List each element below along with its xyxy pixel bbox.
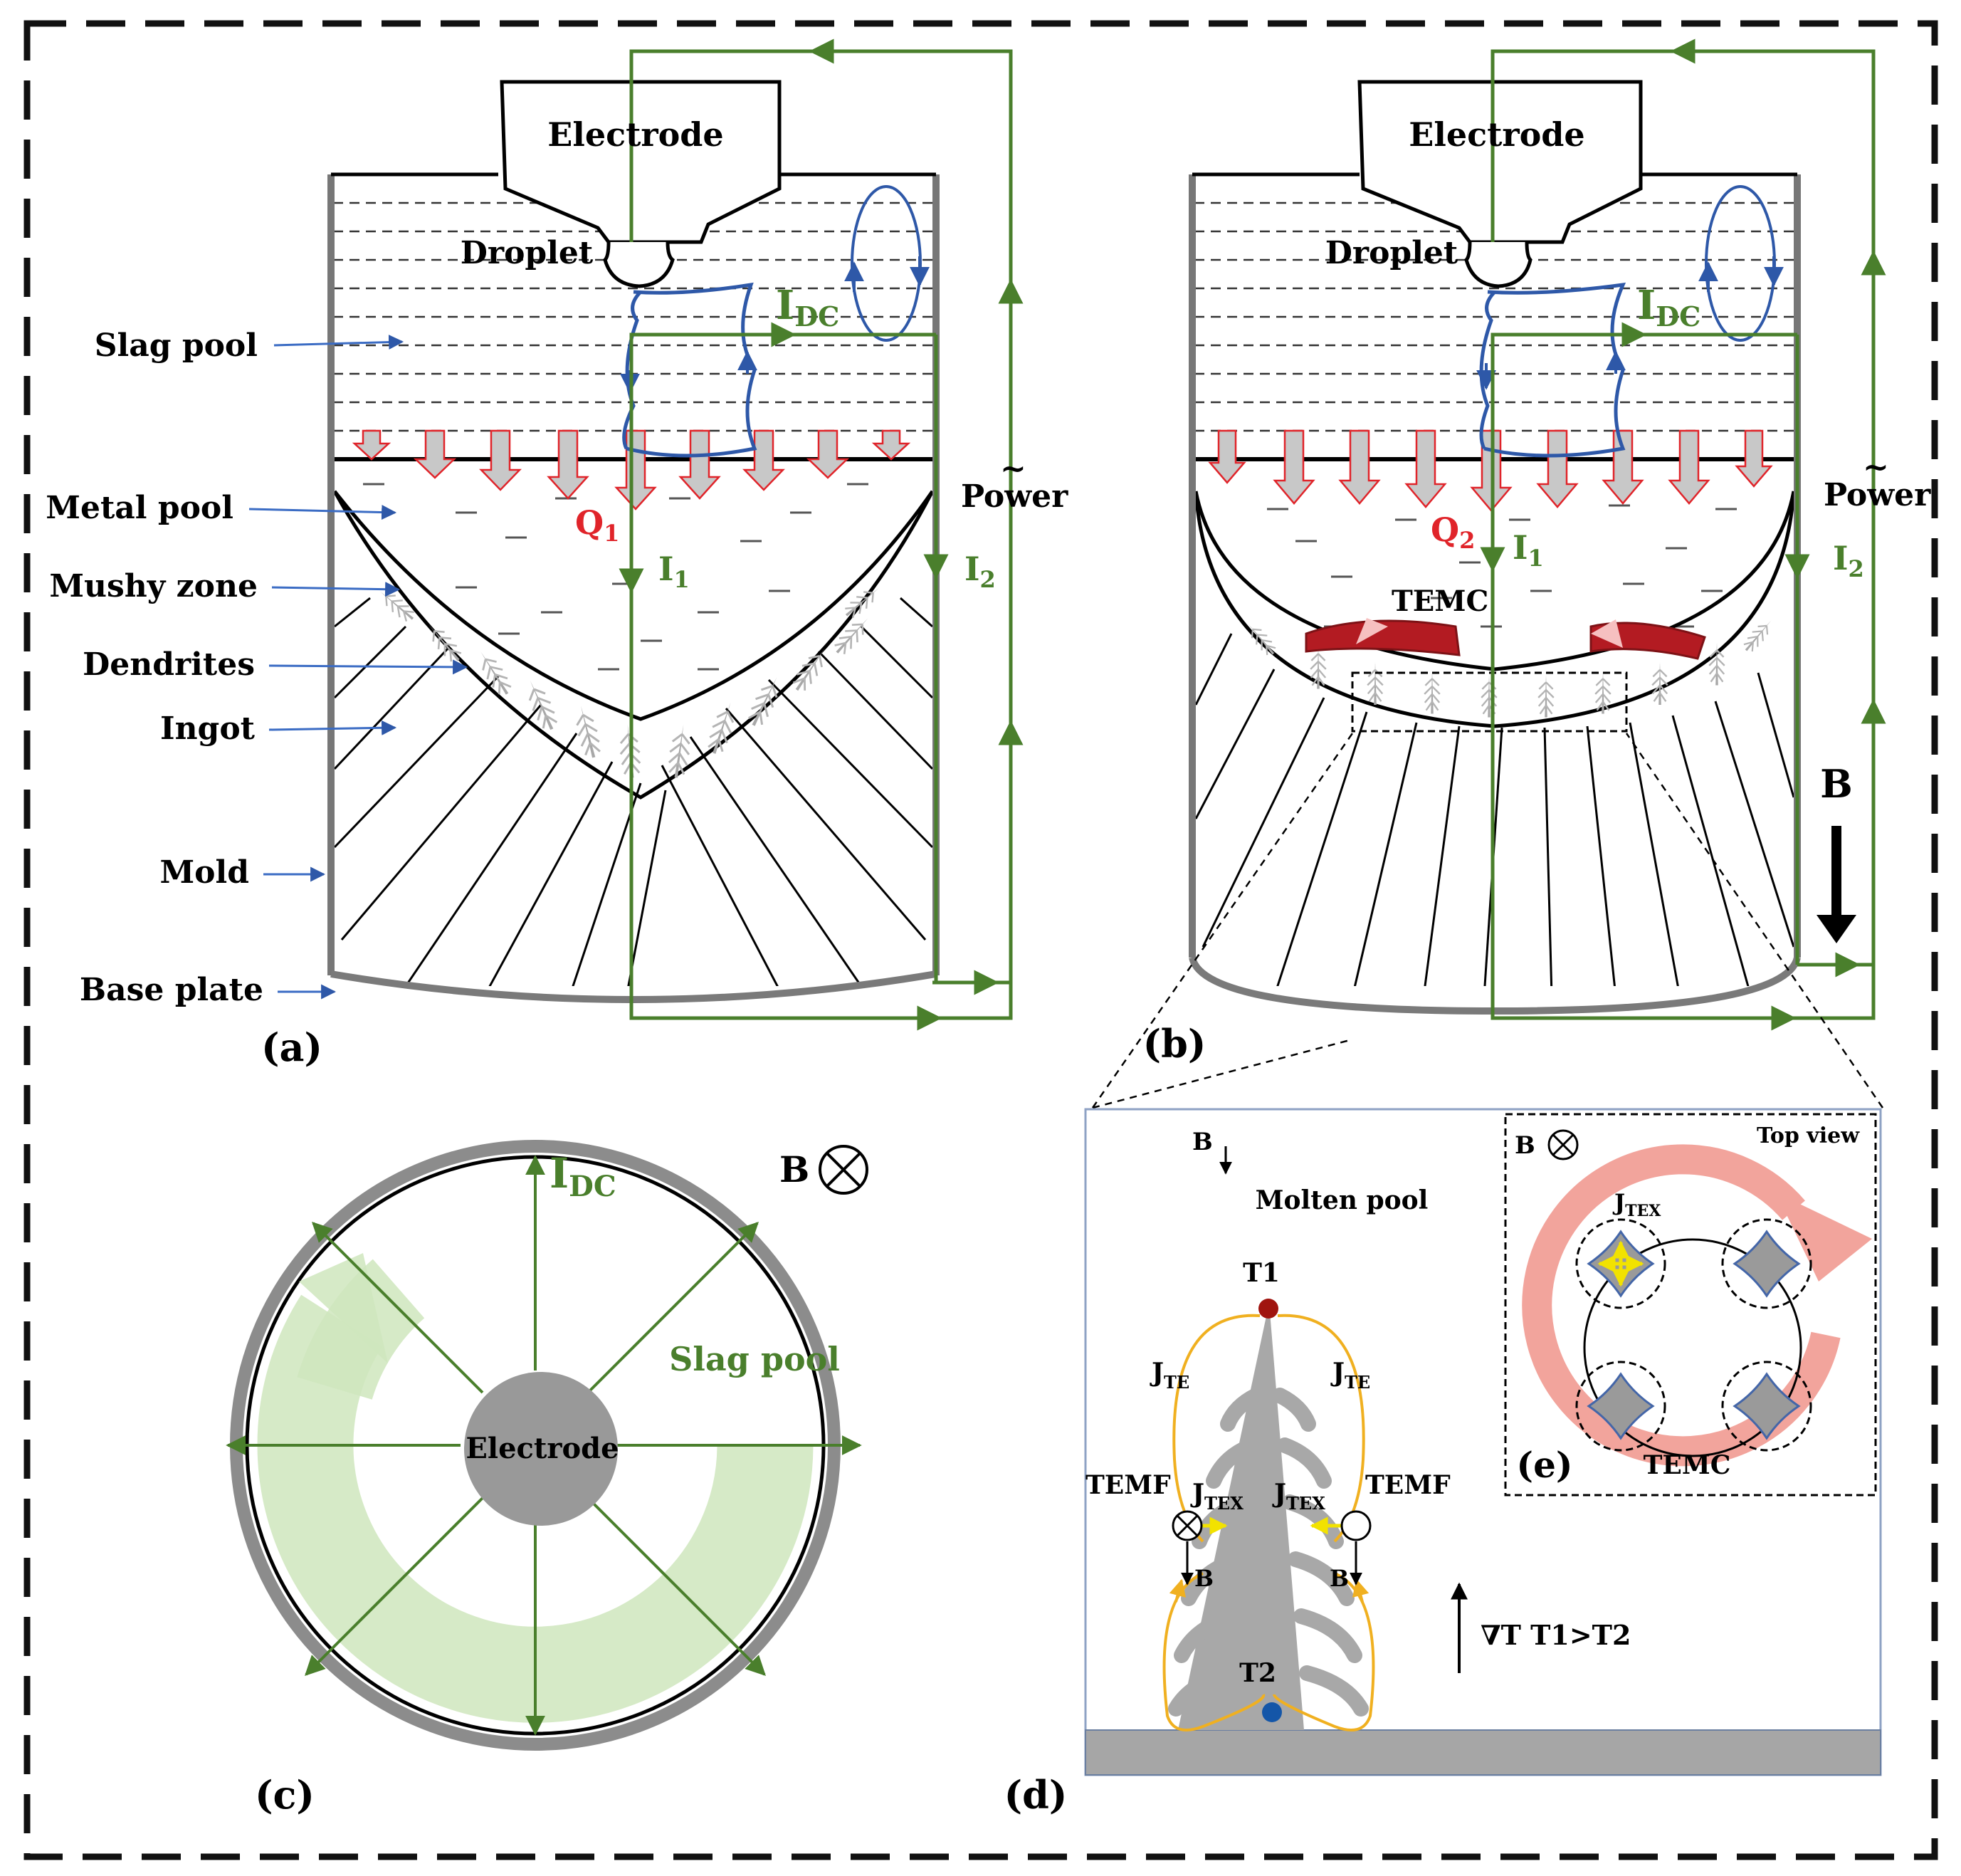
electrode-label-b: Electrode	[1409, 115, 1584, 154]
temc-rotation-arrows	[1305, 618, 1706, 660]
i2-label: I2	[964, 550, 996, 593]
label-leader-arrows	[248, 335, 468, 1000]
liquidus-curve-b	[1194, 491, 1796, 671]
temf-into-page-icon	[1172, 1510, 1203, 1541]
heat-flux-arrows	[352, 429, 911, 510]
power-tilde-b: ~	[1863, 449, 1889, 486]
substrate	[1085, 1729, 1881, 1776]
caption-c: (c)	[255, 1772, 315, 1818]
electrode-body-b	[1357, 80, 1643, 244]
caption-b: (b)	[1143, 1021, 1206, 1067]
b-label-b: B	[1820, 761, 1853, 807]
droplet-b	[1464, 241, 1532, 288]
b-label-d: B	[1192, 1128, 1213, 1156]
electrode-circle	[464, 1372, 618, 1526]
power-label: Power	[961, 478, 1068, 515]
electrode-label-c: Electrode	[466, 1432, 619, 1465]
panel-b: Electrode Droplet IDC Power ~ Q2 I1 I2 T…	[1143, 38, 1931, 1067]
power-tilde: ~	[1000, 451, 1026, 487]
power-label-b: Power	[1824, 477, 1931, 513]
label-base-plate: Base plate	[80, 972, 263, 1008]
b-label-d-left: B	[1194, 1565, 1214, 1592]
caption-d: (d)	[1004, 1772, 1068, 1818]
electrode-body	[500, 80, 782, 244]
slag-vortex	[851, 185, 922, 342]
metal-pool-dashes-b	[1267, 504, 1737, 628]
gradient-label: ∇T T1>T2	[1481, 1619, 1631, 1651]
t1-point	[1258, 1299, 1278, 1319]
b-label-c: B	[779, 1148, 809, 1190]
q2-label: Q2	[1431, 510, 1475, 554]
slag-circulation-band	[257, 1294, 814, 1723]
label-dendrites: Dendrites	[83, 646, 255, 683]
temf-right-label: TEMF	[1365, 1470, 1451, 1500]
temf-left-label: TEMF	[1085, 1470, 1171, 1500]
base-plate	[330, 970, 937, 1003]
droplet	[603, 241, 675, 288]
i1-label-b: I1	[1513, 528, 1544, 572]
label-slag-pool: Slag pool	[95, 327, 258, 364]
t1-label: T1	[1243, 1258, 1280, 1288]
temc-ring-arrowhead	[1776, 1193, 1872, 1282]
label-metal-pool: Metal pool	[46, 490, 233, 526]
idc-label-c: IDC	[550, 1149, 616, 1203]
base-plate-b	[1189, 956, 1801, 1015]
zoom-leader-right	[1625, 733, 1884, 1109]
jtex-label-e: JTEX	[1612, 1189, 1661, 1220]
label-mold: Mold	[159, 854, 249, 891]
b-into-page-icon-e	[1547, 1129, 1579, 1160]
solidus-curve	[332, 490, 935, 800]
radial-current-arrows	[226, 1155, 862, 1736]
electrode-label: Electrode	[547, 115, 723, 154]
liquidus-curve	[333, 490, 935, 721]
ingot-columnar-lines	[333, 597, 934, 986]
zoom-leader-left	[1092, 1038, 1353, 1109]
b-into-page-icon	[819, 1145, 868, 1195]
jtex-arrows-e	[1597, 1240, 1644, 1287]
t2-label: T2	[1239, 1658, 1276, 1688]
outer-dashed-frame	[23, 20, 1938, 1860]
b-label-d-right: B	[1330, 1565, 1349, 1592]
molten-pool-label: Molten pool	[1256, 1185, 1429, 1215]
heat-flux-arrows-b	[1208, 429, 1773, 512]
i2-label-b: I2	[1833, 539, 1864, 582]
panel-c: Electrode Slag pool IDC B (c)	[226, 1140, 868, 1818]
idc-label: IDC	[776, 282, 839, 332]
ingot-columnar-lines-b	[1194, 633, 1795, 986]
q1-label: Q1	[575, 503, 619, 547]
panel-a: Electrode Droplet IDC Power ~ Q1 I1 I2 (…	[46, 38, 1068, 1070]
zoom-region-box	[1351, 671, 1628, 733]
temc-label-e: TEMC	[1644, 1450, 1731, 1480]
slag-pool-label-c: Slag pool	[669, 1340, 840, 1378]
panel-e-frame	[1504, 1113, 1877, 1497]
jte-left-label: JTE	[1150, 1358, 1189, 1393]
solidus-curve-b	[1194, 491, 1796, 728]
i1-label: I1	[658, 550, 690, 593]
temf-out-of-page-icon	[1340, 1510, 1372, 1541]
droplet-label-b: Droplet	[1325, 235, 1458, 271]
inner-circle	[1583, 1238, 1802, 1457]
label-mushy-zone: Mushy zone	[49, 568, 258, 604]
caption-a: (a)	[261, 1025, 322, 1070]
temc-label-b: TEMC	[1392, 585, 1488, 618]
jtex-right-label: JTEX	[1272, 1479, 1325, 1514]
idc-label-b: IDC	[1637, 282, 1700, 332]
caption-e: (e)	[1516, 1444, 1572, 1486]
panel-e: B Top view JTEX TEMC (e)	[1504, 1113, 1877, 1497]
dendrite-large	[1168, 1303, 1369, 1730]
jte-right-label: JTE	[1330, 1358, 1370, 1393]
droplet-label: Droplet	[461, 235, 594, 271]
label-ingot: Ingot	[160, 711, 256, 747]
component-labels: Slag pool Metal pool Mushy zone Dendrite…	[46, 327, 263, 1008]
top-view-label: Top view	[1757, 1123, 1860, 1148]
t2-point	[1262, 1702, 1282, 1722]
temc-ring	[1522, 1144, 1841, 1467]
b-label-e: B	[1515, 1131, 1535, 1160]
jtex-left-label: JTEX	[1190, 1479, 1244, 1514]
